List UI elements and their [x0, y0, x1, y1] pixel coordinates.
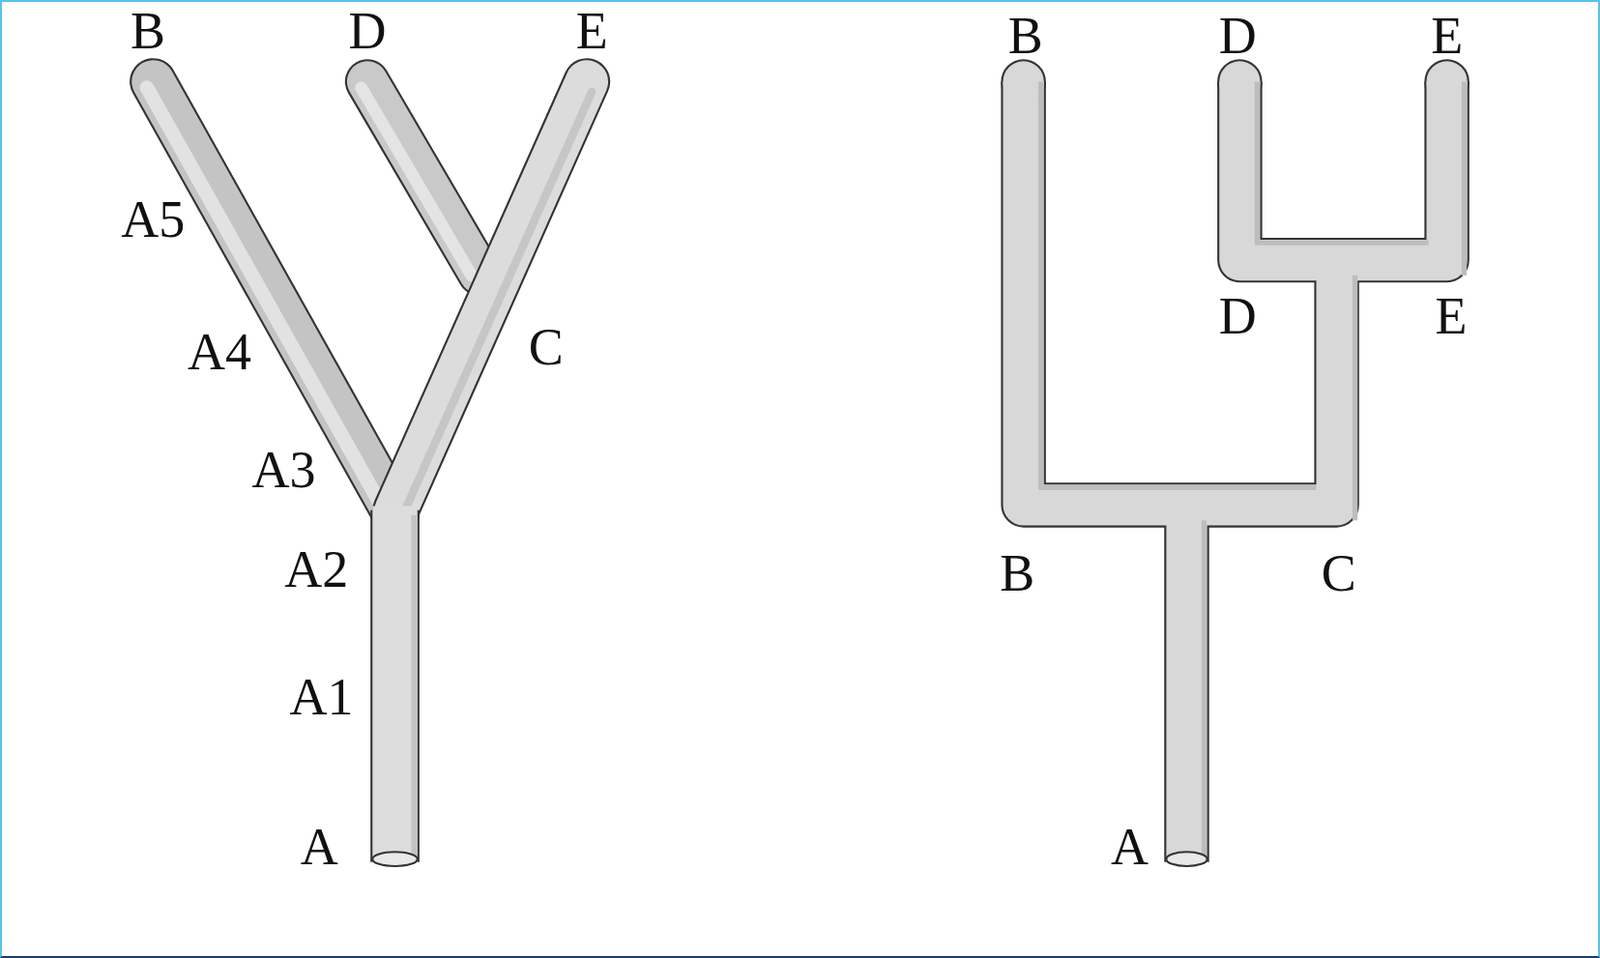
taxon-label: D	[1219, 290, 1257, 343]
taxon-label: E	[576, 4, 609, 58]
taxon-label: D	[348, 4, 386, 58]
taxon-label: A	[1110, 820, 1149, 873]
taxon-label: A3	[251, 443, 316, 496]
taxon-label: C	[1321, 547, 1357, 600]
taxon-label: B	[1008, 9, 1044, 62]
taxon-label: A2	[284, 543, 349, 596]
taxon-label: A5	[120, 193, 185, 246]
taxon-label: E	[1430, 9, 1463, 62]
taxon-label: A1	[289, 670, 353, 724]
taxon-label: B	[130, 4, 166, 58]
taxon-label: A	[300, 820, 339, 873]
taxon-label: D	[1219, 9, 1257, 62]
taxon-label: A4	[187, 325, 252, 379]
taxon-label: B	[999, 547, 1035, 600]
taxon-label: C	[528, 320, 564, 374]
taxon-label: E	[1434, 290, 1467, 343]
